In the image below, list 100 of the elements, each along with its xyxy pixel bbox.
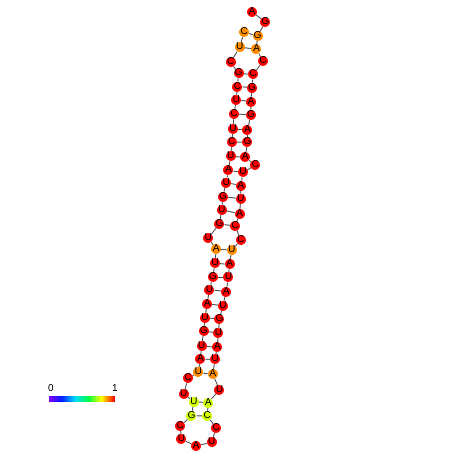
backbone-line [230, 146, 232, 152]
nucleotide-circle: U [210, 258, 220, 268]
nucleotide-circle: C [258, 56, 268, 66]
backbone-line [207, 407, 208, 412]
nucleotide-circle: U [223, 272, 234, 282]
base-pair-line [230, 183, 236, 186]
base-pair-line [240, 100, 246, 102]
nucleotide-circle: C [226, 137, 237, 148]
nucleotide-circle: U [216, 204, 227, 215]
backbone-line [234, 243, 238, 247]
backbone-line [237, 78, 239, 82]
nucleotide-circle: A [234, 208, 245, 219]
base-pair-line [224, 224, 231, 226]
nucleotide-circle: G [246, 110, 256, 120]
base-pair-line [238, 114, 246, 116]
backbone-line [256, 40, 258, 45]
nucleotide-circle: A [195, 354, 206, 364]
nucleotide-circle: C [232, 82, 242, 92]
backbone-line [252, 78, 254, 84]
nucleotide-circle: C [229, 108, 240, 119]
backbone-line [184, 382, 188, 390]
nucleotide-circle: U [238, 167, 248, 178]
nucleotide-circle: C [230, 220, 240, 231]
nucleotide-circle: G [252, 31, 263, 42]
backbone-line [184, 418, 188, 424]
nucleotide-circle: C [250, 160, 260, 170]
nucleotide-circle: U [234, 42, 245, 52]
backbone-line [226, 282, 228, 288]
nucleotide-circle: A [236, 180, 246, 191]
nucleotide-circle: U [206, 437, 217, 448]
nucleotide-circle: A [251, 44, 262, 54]
nucleotide-circle: U [204, 284, 214, 295]
nucleotide-circle: U [193, 367, 204, 378]
nucleotide-circle: U [236, 194, 246, 204]
backbone-line [232, 51, 238, 59]
backbone-line [218, 323, 220, 329]
backbone-line [230, 254, 232, 260]
backbone-line [220, 214, 222, 220]
base-pair-line [242, 86, 248, 88]
backbone-line [202, 335, 204, 342]
backbone-line [205, 308, 207, 314]
backbone-line [180, 430, 182, 435]
nucleotide-circle: A [211, 244, 222, 254]
nucleotide-circle: G [198, 326, 209, 336]
nucleotide-circle: C [236, 235, 246, 246]
nucleotide-circle: U [228, 124, 238, 134]
nucleotide-circle: C [211, 422, 222, 433]
nucleotide-circle: C [226, 57, 236, 68]
backbone-line [224, 296, 226, 302]
backbone-line [210, 227, 217, 235]
nucleotide-circle: A [212, 342, 222, 352]
nucleotide-circle: G [214, 314, 224, 324]
base-pair-line [220, 263, 226, 264]
backbone-line [240, 36, 244, 43]
scale-tick-label: 1 [112, 384, 118, 394]
nucleotide-circle: A [224, 259, 235, 270]
nucleotide-circle: U [210, 354, 220, 364]
nucleotide-circle: C [175, 420, 186, 431]
nucleotide-circle: C [202, 410, 212, 421]
nucleotide-circle: A [221, 286, 232, 297]
backbone-line [233, 66, 236, 70]
nucleotide-circle: A [202, 298, 212, 309]
backbone-line [200, 350, 202, 355]
base-pair-line [196, 415, 203, 416]
base-pair-line [227, 196, 236, 199]
nucleotide-circle: U [203, 233, 214, 244]
backbone-line [210, 419, 214, 424]
nucleotide-circle: U [226, 245, 237, 256]
backbone-line [236, 230, 240, 236]
backbone-line [232, 118, 234, 125]
scale-tick-label: 0 [48, 384, 54, 394]
nucleotide-circle: G [218, 192, 228, 202]
backbone-line [192, 406, 194, 412]
nucleotide-circle: G [186, 410, 196, 421]
nucleotide-circle: G [260, 16, 270, 27]
nucleotide-circle: A [246, 96, 256, 107]
nucleotide-circle: G [214, 218, 224, 229]
nucleotide-circle: U [221, 178, 232, 188]
base-pair-line [214, 290, 222, 292]
nucleotide-circle: C [239, 27, 250, 38]
nucleotide-circle: U [178, 388, 189, 399]
backbone-line [200, 442, 208, 446]
nucleotide-circle: A [190, 441, 201, 452]
backbone-line [248, 119, 250, 126]
backbone-line [234, 104, 236, 110]
nucleotide-circle: G [234, 68, 244, 78]
nucleotide-circle: C [183, 373, 194, 384]
nucleotide-circle: U [176, 434, 186, 444]
nucleotide-circle: U [214, 384, 224, 395]
backbone-line [210, 282, 212, 286]
backbone-line [222, 201, 223, 206]
base-pair-line [212, 304, 218, 306]
nucleotide-circle: A [203, 398, 214, 408]
backbone-line [240, 203, 241, 210]
backbone-line [214, 254, 216, 259]
backbone-line [214, 378, 218, 386]
nucleotide-circle: A [242, 125, 252, 136]
base-pair-line [202, 372, 208, 374]
nucleotide-circle: C [248, 69, 258, 80]
nucleotide-circle: U [226, 151, 236, 162]
